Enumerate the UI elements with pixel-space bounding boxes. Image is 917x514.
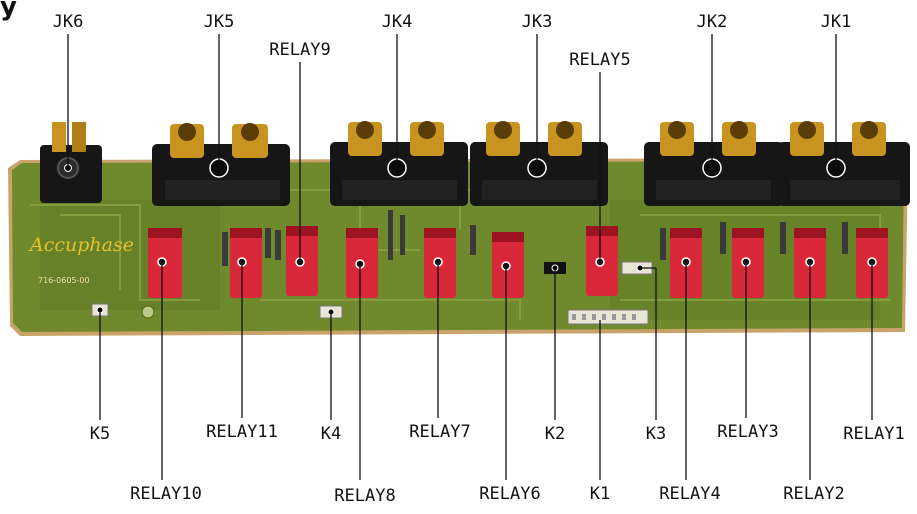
jack-jk3 [470, 121, 608, 206]
label-relay1: RELAY1 [843, 424, 905, 444]
relays [148, 226, 888, 298]
label-relay7: RELAY7 [409, 422, 471, 442]
label-jk1: JK1 [820, 12, 852, 32]
connector-k1-body [567, 309, 649, 325]
relay8-body [346, 228, 378, 298]
jack-jk5 [152, 123, 290, 206]
label-k5: K5 [89, 424, 111, 444]
pcb-part-number: 716-0605-00 [38, 276, 90, 285]
label-jk2: JK2 [696, 12, 728, 32]
jack-jk1 [778, 121, 910, 206]
label-relay11: RELAY11 [206, 422, 278, 442]
rca-jacks [40, 121, 910, 206]
label-k3: K3 [645, 424, 667, 444]
relay3-body [732, 228, 764, 298]
relay5-body [586, 226, 618, 296]
label-relay2: RELAY2 [783, 484, 845, 504]
relay10-body [148, 228, 182, 298]
label-jk4: JK4 [381, 12, 413, 32]
label-k1: K1 [589, 484, 611, 504]
label-relay10: RELAY10 [130, 484, 202, 504]
label-relay9: RELAY9 [269, 40, 331, 60]
label-relay8: RELAY8 [334, 486, 396, 506]
label-k4: K4 [320, 424, 342, 444]
relay11-body [230, 228, 262, 298]
jack-jk6 [40, 122, 102, 203]
label-relay4: RELAY4 [659, 484, 721, 504]
jack-jk4 [330, 121, 468, 206]
label-relay3: RELAY3 [717, 422, 779, 442]
relay9-body [286, 226, 318, 296]
label-jk3: JK3 [521, 12, 553, 32]
leader-lines [67, 34, 873, 480]
label-jk5: JK5 [203, 12, 235, 32]
label-relay6: RELAY6 [479, 484, 541, 504]
label-k2: K2 [544, 424, 566, 444]
pcb-brand-logo: Accuphase [30, 234, 134, 256]
relay7-body [424, 228, 456, 298]
jack-jk2 [644, 121, 784, 206]
label-relay5: RELAY5 [569, 50, 631, 70]
corner-fragment-text: y [0, 0, 17, 22]
label-jk6: JK6 [52, 12, 84, 32]
connector-k3-body [621, 261, 653, 275]
relay6-body [492, 232, 524, 298]
